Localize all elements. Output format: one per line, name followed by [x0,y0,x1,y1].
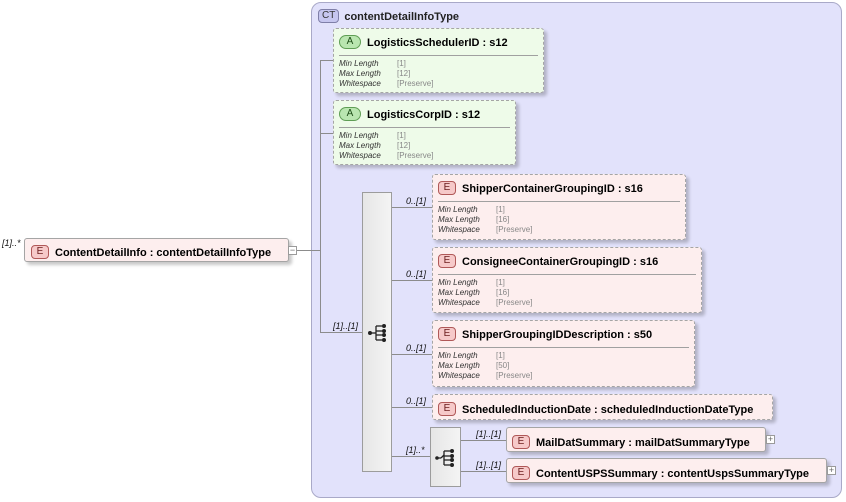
root-element-box[interactable]: E ContentDetailInfo : contentDetailInfoTy… [24,238,289,262]
sequence-compositor[interactable] [362,192,392,472]
root-cardinality: [1]..* [2,238,21,248]
element-box[interactable]: E ScheduledInductionDate : scheduledInduc… [432,394,773,420]
root-element-label: ContentDetailInfo : contentDetailInfoTyp… [55,247,272,259]
attribute-badge: A [339,106,361,121]
attribute-label: LogisticsSchedulerID : s12 [367,37,508,49]
connector-elem-3 [391,354,433,355]
attribute-label: LogisticsCorpID : s12 [367,109,481,121]
element-label: ConsigneeContainerGroupingID : s16 [462,256,659,268]
element-cardinality: [1]..[1] [476,460,502,470]
complex-type-name: contentDetailInfoType [344,11,460,23]
choice-compositor[interactable] [430,427,461,487]
connector-attr-2 [320,133,334,134]
element-badge: E [512,434,530,449]
sequence-cardinality: [1]..[1] [333,321,359,331]
connector-sequence-in [320,332,362,333]
element-label: ContentUSPSSummary : contentUspsSummaryT… [536,468,810,480]
choice-icon [435,449,454,467]
element-label: ShipperGroupingIDDescription : s50 [462,329,653,341]
element-badge: E [512,465,530,480]
collapse-toggle[interactable]: − [288,245,297,255]
divider [339,55,538,56]
divider [438,201,680,202]
divider [438,274,696,275]
connector-choice-in [391,456,431,457]
element-badge: E [31,244,49,259]
element-badge: E [438,401,456,416]
element-box[interactable]: E MailDatSummary : mailDatSummaryType [506,427,766,452]
element-cardinality: 0..[1] [406,343,427,353]
element-badge: E [438,253,456,268]
connector-trunk [320,60,321,332]
connector-root-out [297,250,321,251]
connector-elem-2 [391,280,433,281]
expand-toggle[interactable]: + [766,434,775,444]
complex-type-badge: CT [318,8,340,23]
connector-choice-2 [460,471,506,472]
connector-elem-1 [391,207,433,208]
attribute-badge: A [339,34,361,49]
element-cardinality: [1]..[1] [476,429,502,439]
sequence-icon [368,324,386,342]
element-box[interactable]: E ContentUSPSSummary : contentUspsSummary… [506,458,827,483]
expand-toggle[interactable]: + [827,465,836,475]
element-cardinality: 0..[1] [406,269,427,279]
element-badge: E [438,180,456,195]
element-label: ShipperContainerGroupingID : s16 [462,183,643,195]
element-label: ScheduledInductionDate : scheduledInduct… [462,404,754,416]
connector-attr-1 [320,60,334,61]
element-label: MailDatSummary : mailDatSummaryType [536,437,750,449]
element-cardinality: 0..[1] [406,396,427,406]
divider [438,347,689,348]
choice-cardinality: [1]..* [406,445,425,455]
connector-choice-1 [460,440,506,441]
connector-elem-4 [391,407,433,408]
divider [339,127,510,128]
complex-type-header: CT contentDetailInfoType [318,7,459,25]
element-cardinality: 0..[1] [406,196,427,206]
element-badge: E [438,326,456,341]
